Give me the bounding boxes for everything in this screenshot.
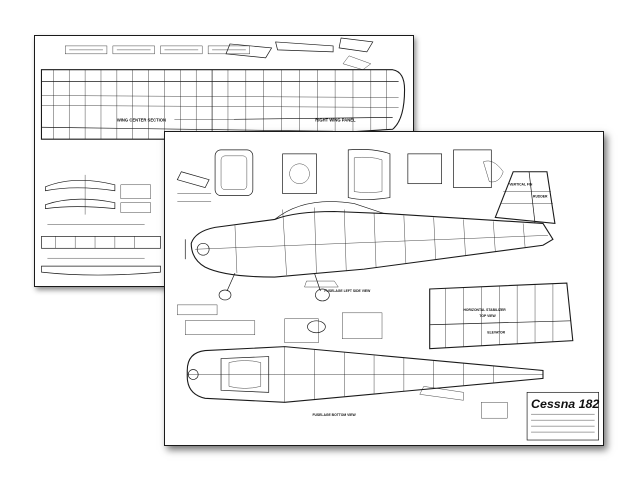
fuselage-plan-drawing: VERTICAL FIN RUDDER FUSELAGE L xyxy=(176,149,599,441)
wing-plan-drawing: WING CENTER SECTION RIGHT WING PANEL xyxy=(40,37,406,276)
top-view-label: TOP VIEW xyxy=(479,314,496,318)
aileron-detail xyxy=(225,37,374,70)
fuselage-side-view xyxy=(184,201,554,302)
vertical-fin-label: VERTICAL FIN xyxy=(509,183,533,187)
vertical-fin-rudder xyxy=(494,171,556,225)
right-wing-panel-label: RIGHT WING PANEL xyxy=(315,117,356,122)
header-label-boxes xyxy=(65,45,250,55)
elevator-label: ELEVATOR xyxy=(487,331,505,335)
title-block xyxy=(526,391,599,441)
former-detail-box xyxy=(481,402,508,419)
wing-section-details xyxy=(41,174,161,276)
fuselage-bottom-view xyxy=(186,346,544,403)
rudder-label: RUDDER xyxy=(533,195,548,199)
plan-title: Cessna 182 xyxy=(531,397,599,411)
former-details xyxy=(176,149,504,202)
fuselage-left-side-view-label: FUSELAGE LEFT SIDE VIEW xyxy=(324,289,371,293)
gear-details xyxy=(177,304,383,343)
wing-ribs xyxy=(53,69,387,140)
wing-outline xyxy=(40,69,406,140)
fuselage-plan-sheet: VERTICAL FIN RUDDER FUSELAGE L xyxy=(164,131,604,446)
wing-center-section-label: WING CENTER SECTION xyxy=(117,117,166,122)
horizontal-stabilizer-label: HORIZONTAL STABILIZER xyxy=(463,308,506,312)
fuselage-bottom-view-label: FUSELAGE BOTTOM VIEW xyxy=(312,413,356,417)
horizontal-stabilizer-top-view xyxy=(429,282,574,350)
